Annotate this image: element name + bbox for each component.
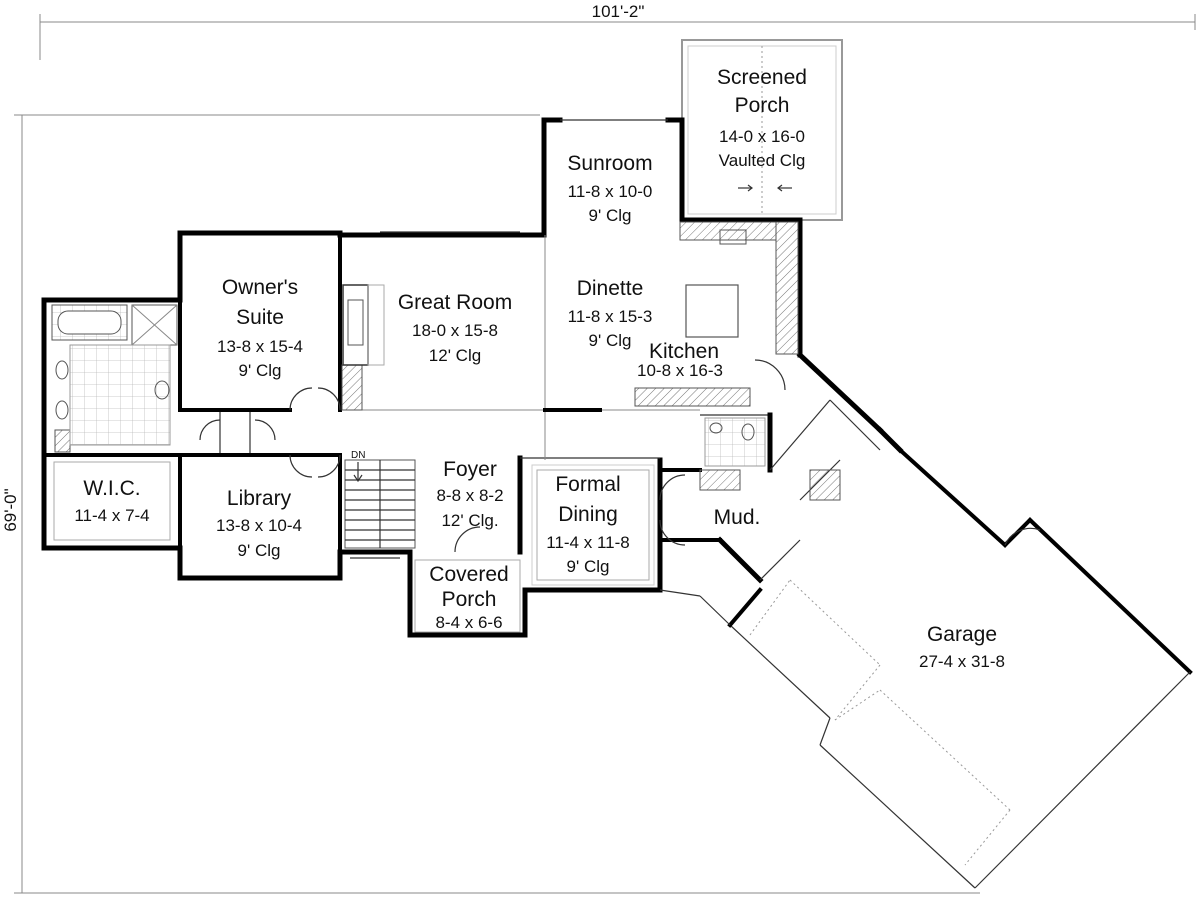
covered-porch-name-1: Covered	[429, 563, 508, 586]
foyer-size: 8-8 x 8-2	[436, 486, 503, 505]
kitchen-name: Kitchen	[649, 340, 719, 363]
wic-name: W.I.C.	[83, 477, 140, 500]
library-ceiling: 9' Clg	[238, 541, 281, 560]
great-room-ceiling: 12' Clg	[429, 346, 481, 365]
library-size: 13-8 x 10-4	[216, 516, 302, 535]
screened-porch-ceiling: Vaulted Clg	[719, 151, 806, 170]
dimension-lines	[14, 14, 1196, 894]
overall-width-dimension: 101'-2"	[592, 2, 645, 21]
room-sunroom: Sunroom 11-8 x 10-0 9' Clg	[567, 152, 652, 225]
room-wic: W.I.C. 11-4 x 7-4	[74, 477, 149, 525]
overall-depth-dimension: 69'-0"	[1, 488, 20, 531]
sunroom-name: Sunroom	[567, 152, 652, 175]
room-kitchen: Kitchen 10-8 x 16-3	[637, 340, 723, 380]
library-name: Library	[227, 487, 292, 510]
dinette-name: Dinette	[577, 277, 644, 300]
screened-porch-size: 14-0 x 16-0	[719, 127, 805, 146]
formal-dining-size: 11-4 x 11-8	[546, 533, 629, 552]
foyer-ceiling: 12' Clg.	[441, 511, 498, 530]
owners-suite-name-2: Suite	[236, 306, 284, 329]
room-library: Library 13-8 x 10-4 9' Clg	[216, 487, 302, 560]
screened-porch-name-2: Porch	[735, 94, 790, 117]
sunroom-ceiling: 9' Clg	[589, 206, 632, 225]
screened-porch-name-1: Screened	[717, 66, 807, 89]
stairs	[344, 459, 416, 549]
formal-dining-name-2: Dining	[558, 503, 618, 526]
covered-porch-name-2: Porch	[442, 588, 497, 611]
room-dinette: Dinette 11-8 x 15-3 9' Clg	[568, 277, 653, 350]
wic-size: 11-4 x 7-4	[74, 506, 149, 525]
stairs-down-label: DN	[351, 450, 365, 461]
great-room-name: Great Room	[398, 291, 512, 314]
great-room-size: 18-0 x 15-8	[412, 321, 498, 340]
kitchen-size: 10-8 x 16-3	[637, 361, 723, 380]
room-garage: Garage 27-4 x 31-8	[919, 623, 1005, 671]
room-screened-porch: Screened Porch 14-0 x 16-0 Vaulted Clg	[717, 66, 807, 170]
formal-dining-name-1: Formal	[555, 473, 620, 496]
room-formal-dining: Formal Dining 11-4 x 11-8 9' Clg	[546, 473, 629, 576]
room-covered-porch: Covered Porch 8-4 x 6-6	[429, 563, 508, 632]
fixtures	[51, 184, 1041, 553]
room-owners-suite: Owner's Suite 13-8 x 15-4 9' Clg	[217, 276, 303, 380]
garage-name: Garage	[927, 623, 997, 646]
covered-porch-size: 8-4 x 6-6	[435, 613, 502, 632]
owners-suite-size: 13-8 x 15-4	[217, 337, 303, 356]
formal-dining-ceiling: 9' Clg	[567, 557, 610, 576]
dinette-ceiling: 9' Clg	[589, 331, 632, 350]
sunroom-size: 11-8 x 10-0	[568, 182, 653, 201]
garage-size: 27-4 x 31-8	[919, 652, 1005, 671]
walls	[41, 117, 1193, 889]
room-foyer: Foyer 8-8 x 8-2 12' Clg.	[436, 458, 503, 530]
mud-room-name: Mud.	[714, 506, 761, 529]
owners-suite-ceiling: 9' Clg	[239, 361, 282, 380]
foyer-name: Foyer	[443, 458, 497, 481]
room-great-room: Great Room 18-0 x 15-8 12' Clg	[398, 291, 512, 365]
owners-suite-name-1: Owner's	[222, 276, 298, 299]
dinette-size: 11-8 x 15-3	[568, 307, 653, 326]
